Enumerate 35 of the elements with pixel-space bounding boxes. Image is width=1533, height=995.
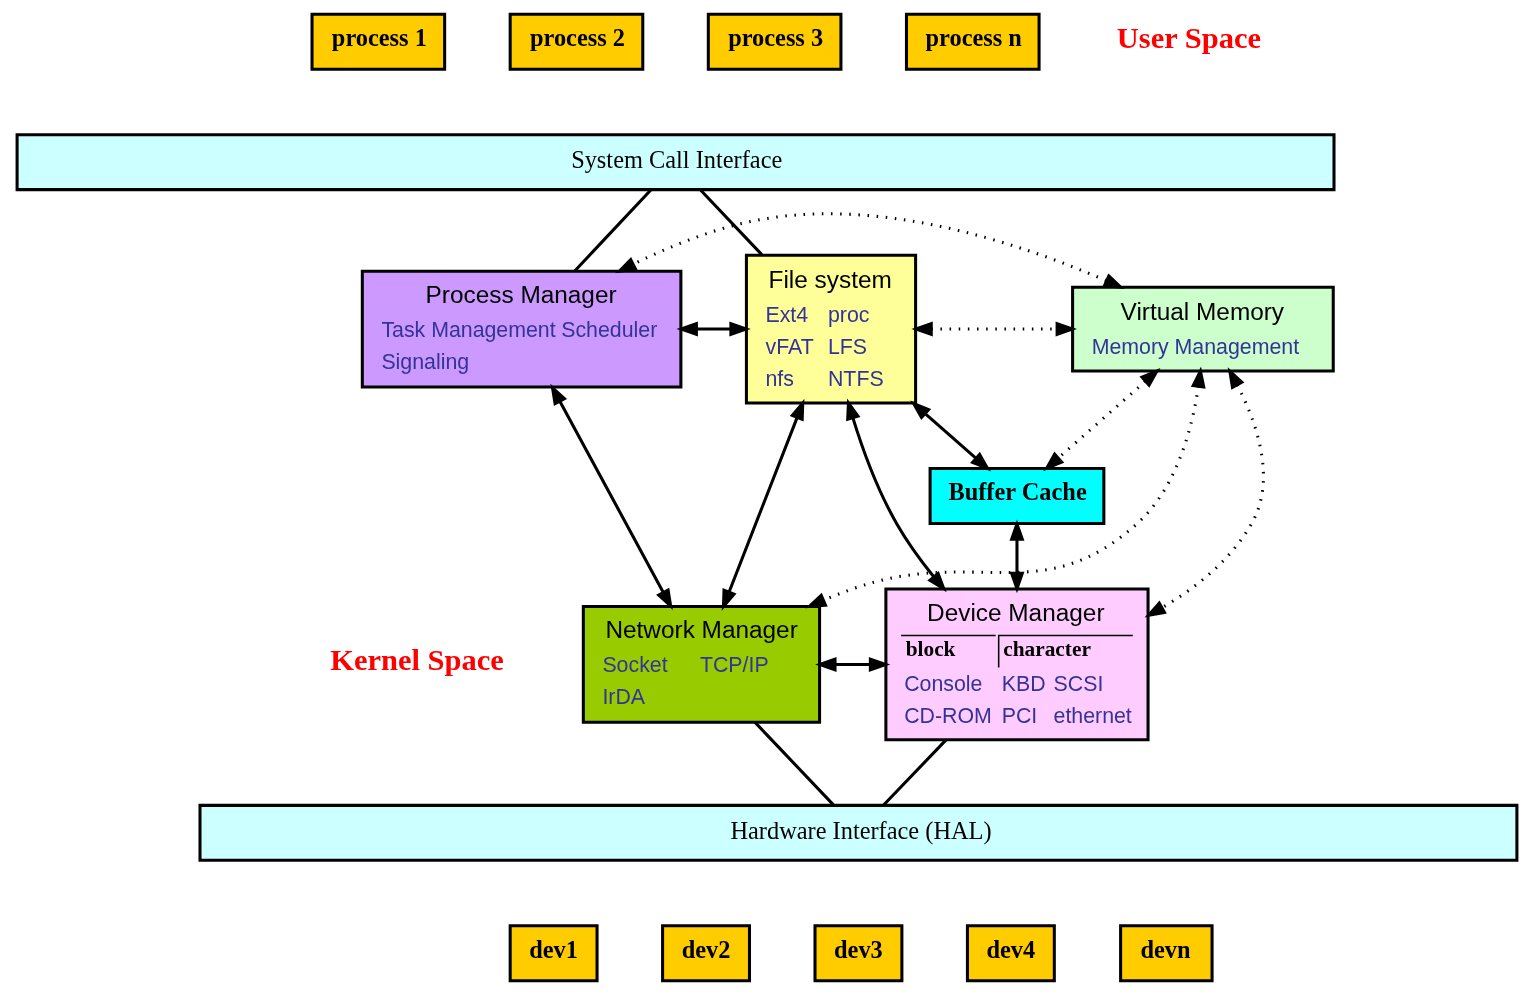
arrow <box>845 398 947 593</box>
node-box: process 2 <box>508 12 644 71</box>
node-box: devn <box>1118 924 1214 983</box>
node-box: process 3 <box>706 12 842 71</box>
arrow <box>910 321 1077 337</box>
node-box: dev2 <box>660 924 751 983</box>
connector <box>753 721 835 807</box>
arrow <box>1042 368 1160 472</box>
arrow <box>814 656 890 672</box>
connector <box>881 738 947 807</box>
node-box: Buffer Cache <box>928 467 1105 525</box>
node-box: dev3 <box>813 924 903 983</box>
arrow <box>1008 519 1024 594</box>
arrow <box>614 212 1125 289</box>
node-box: Process Manager Task Management Scheduler Signaling <box>360 269 682 389</box>
connector <box>698 188 763 256</box>
node-box: process n <box>904 12 1041 71</box>
label: User Space <box>1116 20 1261 55</box>
node-box: File system Ext4 proc vFAT LFS nfs NTFS <box>744 253 917 405</box>
arrow <box>676 321 751 337</box>
node-box: process 1 <box>310 12 446 71</box>
node-box: Network Manager Socket TCP/IP IrDA <box>581 604 821 724</box>
arrow <box>721 398 804 611</box>
label: Kernel Space <box>329 643 504 678</box>
arrow <box>1144 367 1265 618</box>
node-box: dev4 <box>965 924 1056 983</box>
arrow <box>549 383 673 610</box>
node-box: dev1 <box>508 924 599 983</box>
connector <box>573 188 652 272</box>
node-box: System Call Interface <box>15 133 1336 192</box>
node-box: Device Manager block character Console KBD SCSI CD-ROM PCI ethernet <box>883 587 1150 742</box>
arrow <box>909 400 991 472</box>
node-box: Virtual Memory Memory Management <box>1070 285 1335 373</box>
arrow <box>804 366 1206 609</box>
node-box: Hardware Interface (HAL) <box>197 803 1518 862</box>
